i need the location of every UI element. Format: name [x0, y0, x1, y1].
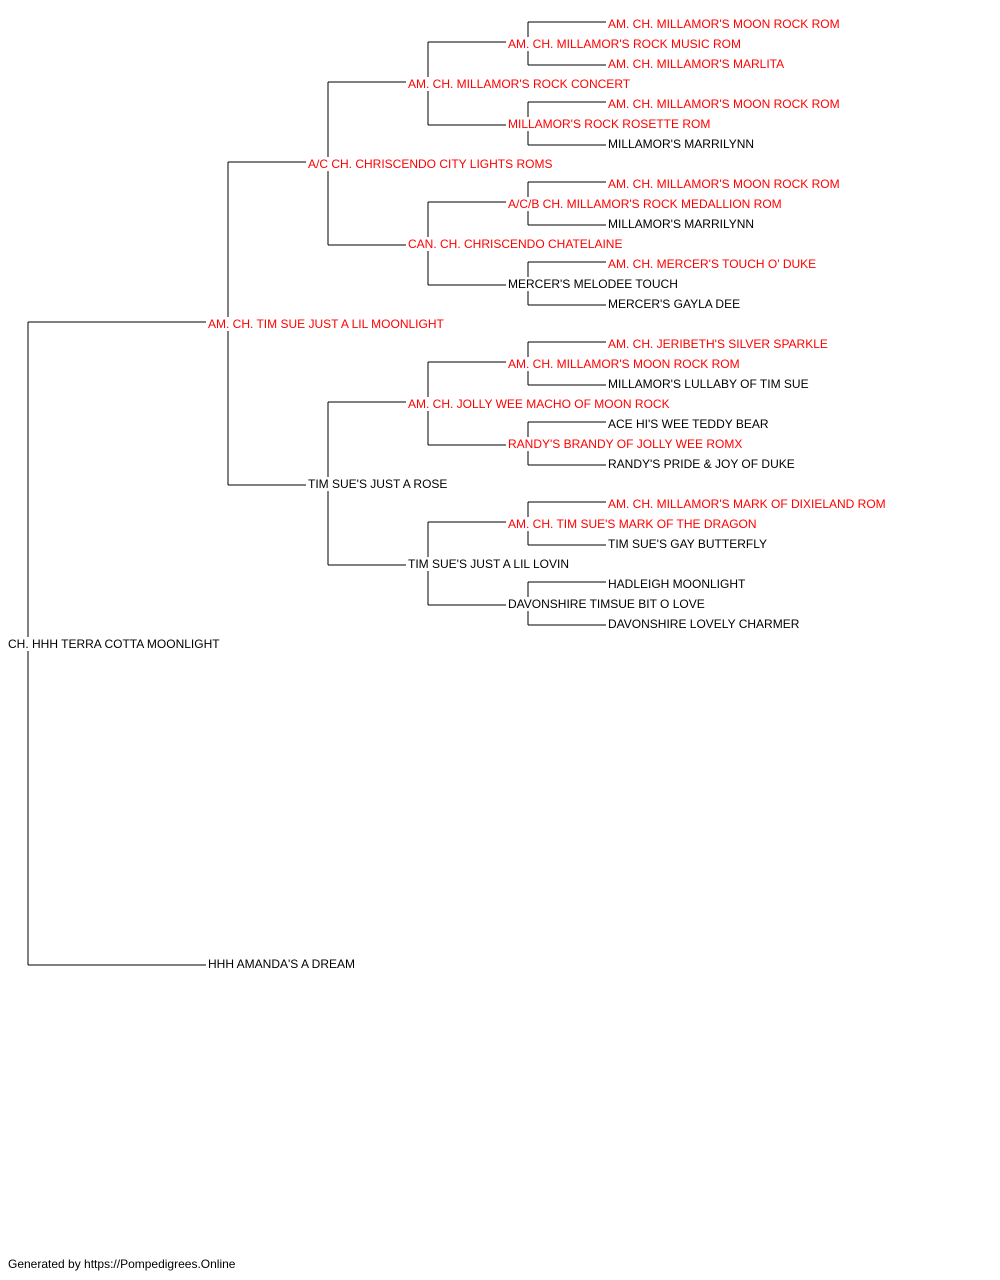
gen6-ancestor-7: AM. CH. MERCER'S TOUCH O' DUKE: [607, 257, 818, 271]
gen6-ancestor-10: MILLAMOR'S LULLABY OF TIM SUE: [607, 377, 810, 391]
gen4-ancestor-4: TIM SUE'S JUST A LIL LOVIN: [407, 557, 571, 571]
gen6-ancestor-5: AM. CH. MILLAMOR'S MOON ROCK ROM: [607, 177, 841, 191]
paternal-grandsire-dog: A/C CH. CHRISCENDO CITY LIGHTS ROMS: [307, 157, 554, 171]
sire-dog: AM. CH. TIM SUE JUST A LIL MOONLIGHT: [207, 317, 445, 331]
gen5-ancestor-8: DAVONSHIRE TIMSUE BIT O LOVE: [507, 597, 706, 611]
gen6-ancestor-13: AM. CH. MILLAMOR'S MARK OF DIXIELAND ROM: [607, 497, 887, 511]
gen6-ancestor-12: RANDY'S PRIDE & JOY OF DUKE: [607, 457, 796, 471]
pedigree-root-dog: CH. HHH TERRA COTTA MOONLIGHT: [7, 637, 221, 651]
gen6-ancestor-1: AM. CH. MILLAMOR'S MOON ROCK ROM: [607, 17, 841, 31]
gen4-ancestor-1: AM. CH. MILLAMOR'S ROCK CONCERT: [407, 77, 632, 91]
gen6-ancestor-9: AM. CH. JERIBETH'S SILVER SPARKLE: [607, 337, 829, 351]
gen6-ancestor-15: HADLEIGH MOONLIGHT: [607, 577, 747, 591]
gen4-ancestor-2: CAN. CH. CHRISCENDO CHATELAINE: [407, 237, 624, 251]
gen5-ancestor-5: AM. CH. MILLAMOR'S MOON ROCK ROM: [507, 357, 741, 371]
gen6-ancestor-11: ACE HI'S WEE TEDDY BEAR: [607, 417, 770, 431]
paternal-granddam-dog: TIM SUE'S JUST A ROSE: [307, 477, 449, 491]
gen4-ancestor-3: AM. CH. JOLLY WEE MACHO OF MOON ROCK: [407, 397, 671, 411]
gen6-ancestor-8: MERCER'S GAYLA DEE: [607, 297, 742, 311]
dam-dog: HHH AMANDA'S A DREAM: [207, 957, 356, 971]
gen6-ancestor-6: MILLAMOR'S MARRILYNN: [607, 217, 756, 231]
gen5-ancestor-3: A/C/B CH. MILLAMOR'S ROCK MEDALLION ROM: [507, 197, 783, 211]
gen6-ancestor-16: DAVONSHIRE LOVELY CHARMER: [607, 617, 801, 631]
gen5-ancestor-7: AM. CH. TIM SUE'S MARK OF THE DRAGON: [507, 517, 758, 531]
gen5-ancestor-6: RANDY'S BRANDY OF JOLLY WEE ROMX: [507, 437, 744, 451]
gen6-ancestor-3: AM. CH. MILLAMOR'S MOON ROCK ROM: [607, 97, 841, 111]
gen5-ancestor-1: AM. CH. MILLAMOR'S ROCK MUSIC ROM: [507, 37, 742, 51]
gen5-ancestor-2: MILLAMOR'S ROCK ROSETTE ROM: [507, 117, 712, 131]
generated-by-footer: Generated by https://Pompedigrees.Online: [8, 1257, 236, 1271]
gen5-ancestor-4: MERCER'S MELODEE TOUCH: [507, 277, 679, 291]
gen6-ancestor-14: TIM SUE'S GAY BUTTERFLY: [607, 537, 768, 551]
gen6-ancestor-4: MILLAMOR'S MARRILYNN: [607, 137, 756, 151]
gen6-ancestor-2: AM. CH. MILLAMOR'S MARLITA: [607, 57, 786, 71]
